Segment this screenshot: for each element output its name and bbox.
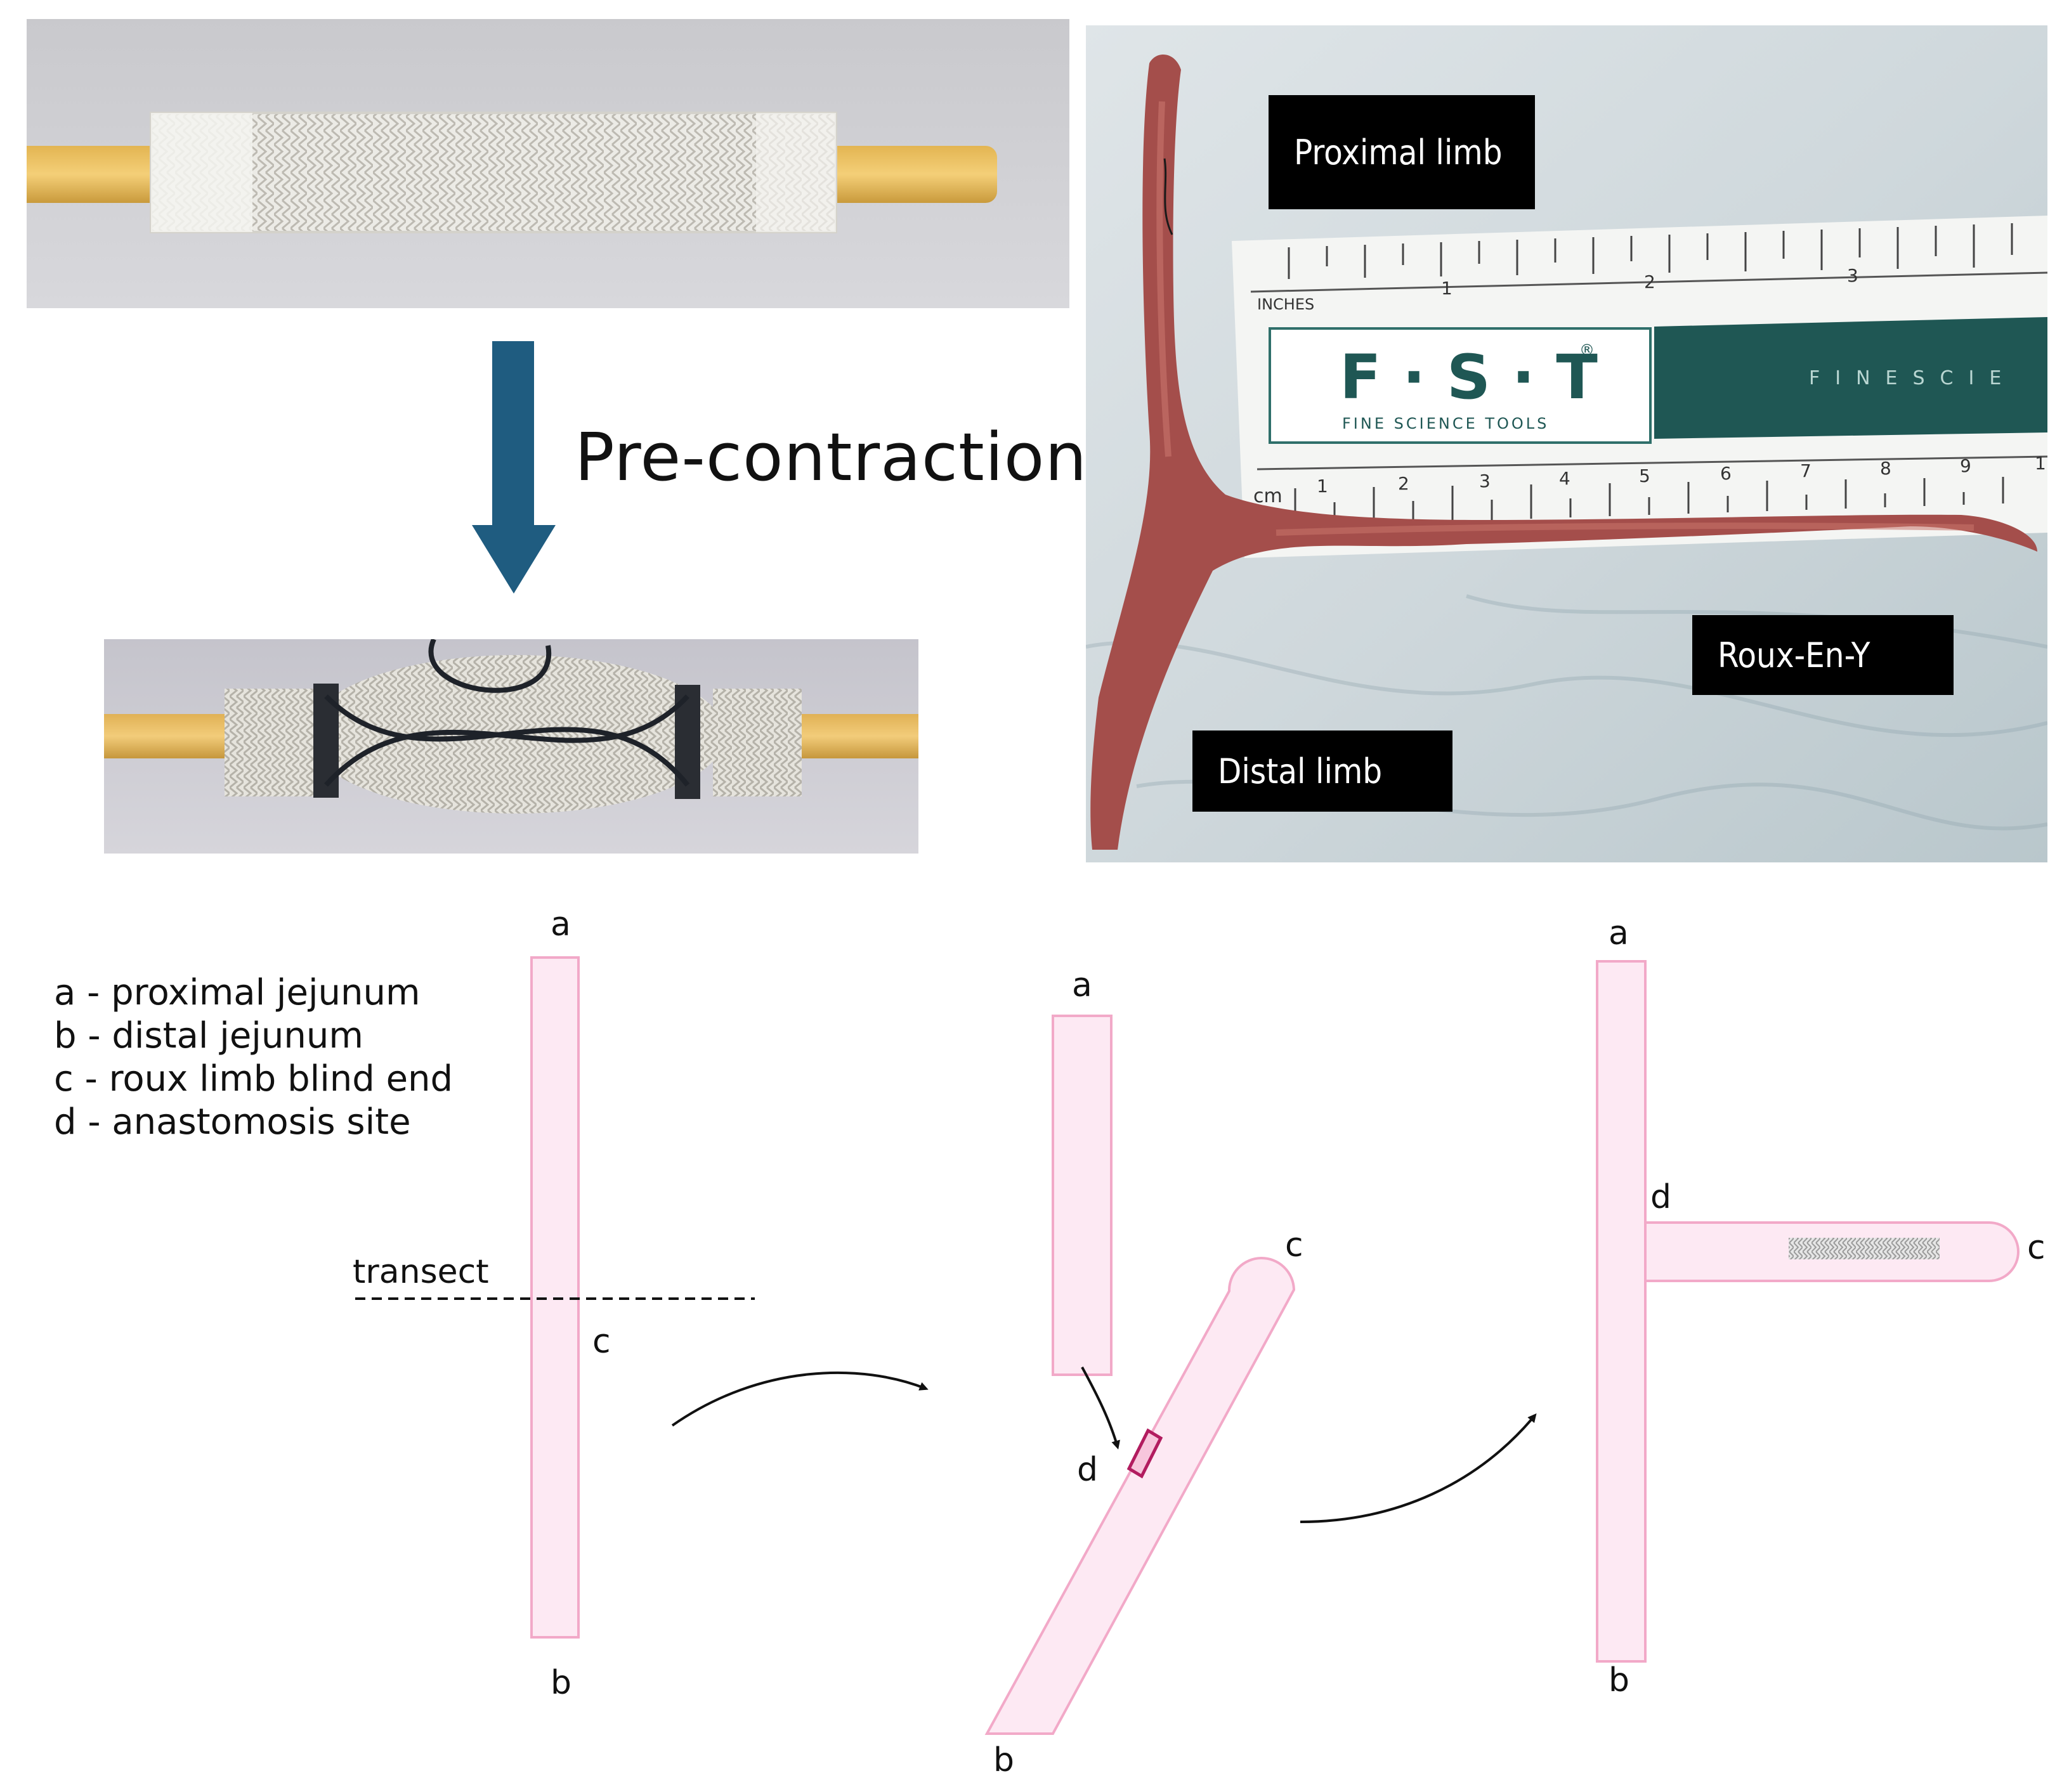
roux-en-y-schematic: [355, 956, 2020, 1735]
ruler-inches-label: INCHES: [1257, 295, 1314, 313]
stent-photo-before: [27, 19, 1069, 308]
p3-label-c: c: [2027, 1229, 2046, 1267]
pre-contraction-arrow: [472, 341, 556, 594]
ruler-cm-4: 4: [1559, 468, 1570, 489]
ruler-brand: F · S · T: [1340, 342, 1598, 413]
anastomosis-arrow: [1081, 1367, 1120, 1450]
step-arrow-1: [671, 1371, 929, 1427]
stent-photo-after: [104, 639, 918, 854]
label-roux-en-y: Roux-En-Y: [1692, 615, 1954, 695]
ruler-cm-8: 8: [1880, 458, 1891, 479]
label-proximal-limb: Proximal limb: [1269, 95, 1535, 209]
legend-item-c: c - roux limb blind end: [54, 1058, 454, 1100]
pre-contraction-label: Pre-contraction: [575, 419, 1088, 496]
transect-label: transect: [353, 1253, 489, 1291]
ruler-cm-7: 7: [1800, 460, 1811, 481]
p3-label-b: b: [1609, 1661, 1630, 1699]
specimen-graphic: INCHES 1 2 3 F · S · T ® FINE SCIENCE TO…: [1086, 25, 2047, 862]
ruler-cm-label: cm: [1253, 485, 1283, 507]
ruler-inch-2: 2: [1644, 271, 1655, 292]
anastomosis-marker: [1126, 1428, 1163, 1479]
ruler-cm-9: 9: [1960, 455, 1971, 476]
p2-label-d: d: [1077, 1451, 1099, 1489]
legend-item-a: a - proximal jejunum: [54, 972, 421, 1013]
ruler-brand-right: FINESCIE: [1809, 367, 2016, 389]
ruler-inch-1: 1: [1441, 278, 1452, 299]
p1-label-a: a: [551, 906, 571, 944]
p1-label-b: b: [551, 1664, 572, 1702]
jejunum-specimen: [1090, 55, 2037, 850]
ruler-cm-1: 1: [1317, 476, 1328, 497]
ruler-inch-3: 3: [1847, 265, 1858, 286]
ruler-cm-3: 3: [1479, 471, 1491, 491]
p3-label-d: d: [1650, 1178, 1672, 1216]
stent-before-graphic: [27, 19, 1069, 308]
legend-item-d: d - anastomosis site: [54, 1101, 411, 1143]
p2-label-a: a: [1072, 966, 1092, 1004]
p1-label-c: c: [592, 1323, 611, 1361]
jejunum-limb-final: [1596, 960, 1647, 1663]
stent-in-roux-limb: [1789, 1238, 1940, 1259]
p3-label-a: a: [1609, 914, 1629, 952]
ruler-cm-6: 6: [1720, 463, 1732, 484]
schematic-legend: a - proximal jejunum b - distal jejunum …: [54, 971, 453, 1144]
ruler-brand-mark: ®: [1579, 341, 1595, 359]
stent-after-graphic: [104, 639, 918, 854]
ruler-brand-sub: FINE SCIENCE TOOLS: [1342, 415, 1549, 432]
p2-label-b: b: [993, 1741, 1015, 1779]
ruler-cm-2: 2: [1398, 473, 1409, 494]
step-arrow-2: [1300, 1413, 1537, 1523]
ruler-cm-5: 5: [1639, 465, 1650, 486]
proximal-segment: [1052, 1015, 1113, 1376]
ruler-cm-10: 1: [2035, 453, 2046, 474]
label-distal-limb: Distal limb: [1192, 730, 1452, 812]
roux-en-y-specimen-photo: INCHES 1 2 3 F · S · T ® FINE SCIENCE TO…: [1086, 25, 2047, 862]
legend-item-b: b - distal jejunum: [54, 1015, 363, 1056]
ruler: INCHES 1 2 3 F · S · T ® FINE SCIENCE TO…: [1232, 216, 2047, 558]
p2-label-c: c: [1285, 1226, 1303, 1264]
distal-roux-limb: [984, 1257, 1296, 1735]
